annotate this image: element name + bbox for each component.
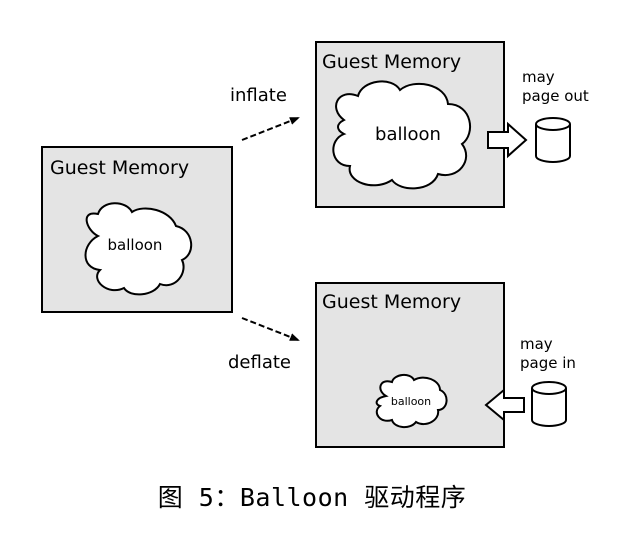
guest-memory-box-left: Guest Memory balloon bbox=[41, 146, 233, 313]
balloon-label-inflated: balloon bbox=[375, 124, 441, 145]
box-title-left: Guest Memory bbox=[50, 157, 189, 179]
guest-memory-box-deflated: Guest Memory balloon bbox=[315, 282, 505, 448]
balloon-shape-medium bbox=[84, 202, 192, 296]
page-out-arrow bbox=[487, 121, 528, 159]
disk-icon-page-out bbox=[535, 117, 571, 163]
disk-icon-page-in bbox=[531, 381, 567, 427]
page-in-arrow bbox=[484, 387, 525, 423]
guest-memory-box-inflated: Guest Memory balloon bbox=[315, 41, 505, 208]
page-out-label-line1: may bbox=[522, 68, 555, 86]
balloon-label-deflated: balloon bbox=[391, 395, 431, 408]
page-in-label-line1: may bbox=[520, 335, 553, 353]
balloon-shape-large bbox=[332, 80, 471, 190]
deflate-label: deflate bbox=[228, 352, 291, 373]
balloon-driver-diagram: Guest Memory balloon inflate deflate Gue… bbox=[41, 41, 589, 448]
balloon-shape-small bbox=[375, 374, 448, 428]
balloon-label-left: balloon bbox=[108, 236, 163, 254]
figure-caption: 图 5：Balloon 驱动程序 bbox=[157, 483, 467, 512]
page-in-label-line2: page in bbox=[520, 354, 576, 372]
inflate-arrow: inflate bbox=[230, 85, 300, 141]
page-out-label-line2: page out bbox=[522, 87, 589, 105]
box-title-deflated: Guest Memory bbox=[322, 291, 461, 313]
box-title-inflated: Guest Memory bbox=[322, 51, 461, 73]
deflate-arrow: deflate bbox=[228, 317, 300, 373]
inflate-label: inflate bbox=[230, 85, 287, 106]
